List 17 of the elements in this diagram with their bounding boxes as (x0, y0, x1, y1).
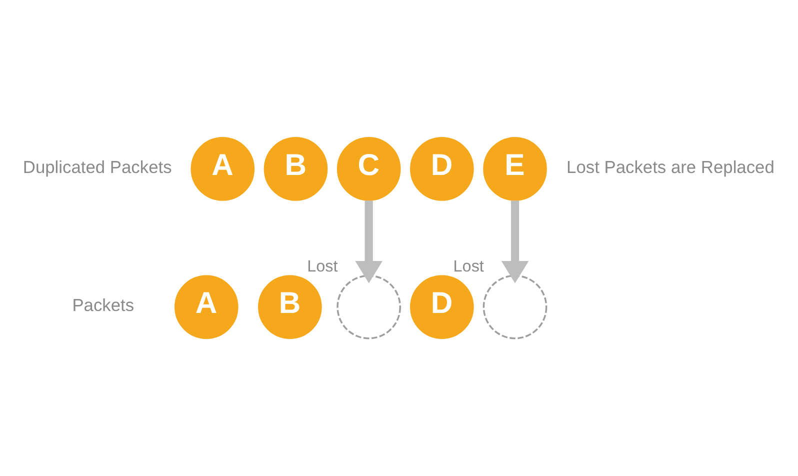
node-circle: B (264, 137, 328, 201)
node-circle (482, 274, 548, 340)
node-circle: D (410, 137, 474, 201)
node-circle: A (190, 137, 255, 201)
arrow (355, 200, 382, 284)
label: Duplicated Packets (22, 157, 172, 178)
node-circle (336, 274, 402, 340)
node-circle: C (336, 137, 401, 201)
node-circle: B (258, 275, 322, 339)
node-label: Lost (307, 257, 338, 276)
label: Packets (72, 295, 134, 316)
node-circle: A (174, 275, 238, 339)
arrow (501, 200, 529, 284)
node-circle: D (410, 275, 474, 339)
label: Lost Packets are Replaced (566, 157, 774, 178)
node-label: Lost (453, 257, 484, 276)
node-circle: E (483, 137, 547, 201)
